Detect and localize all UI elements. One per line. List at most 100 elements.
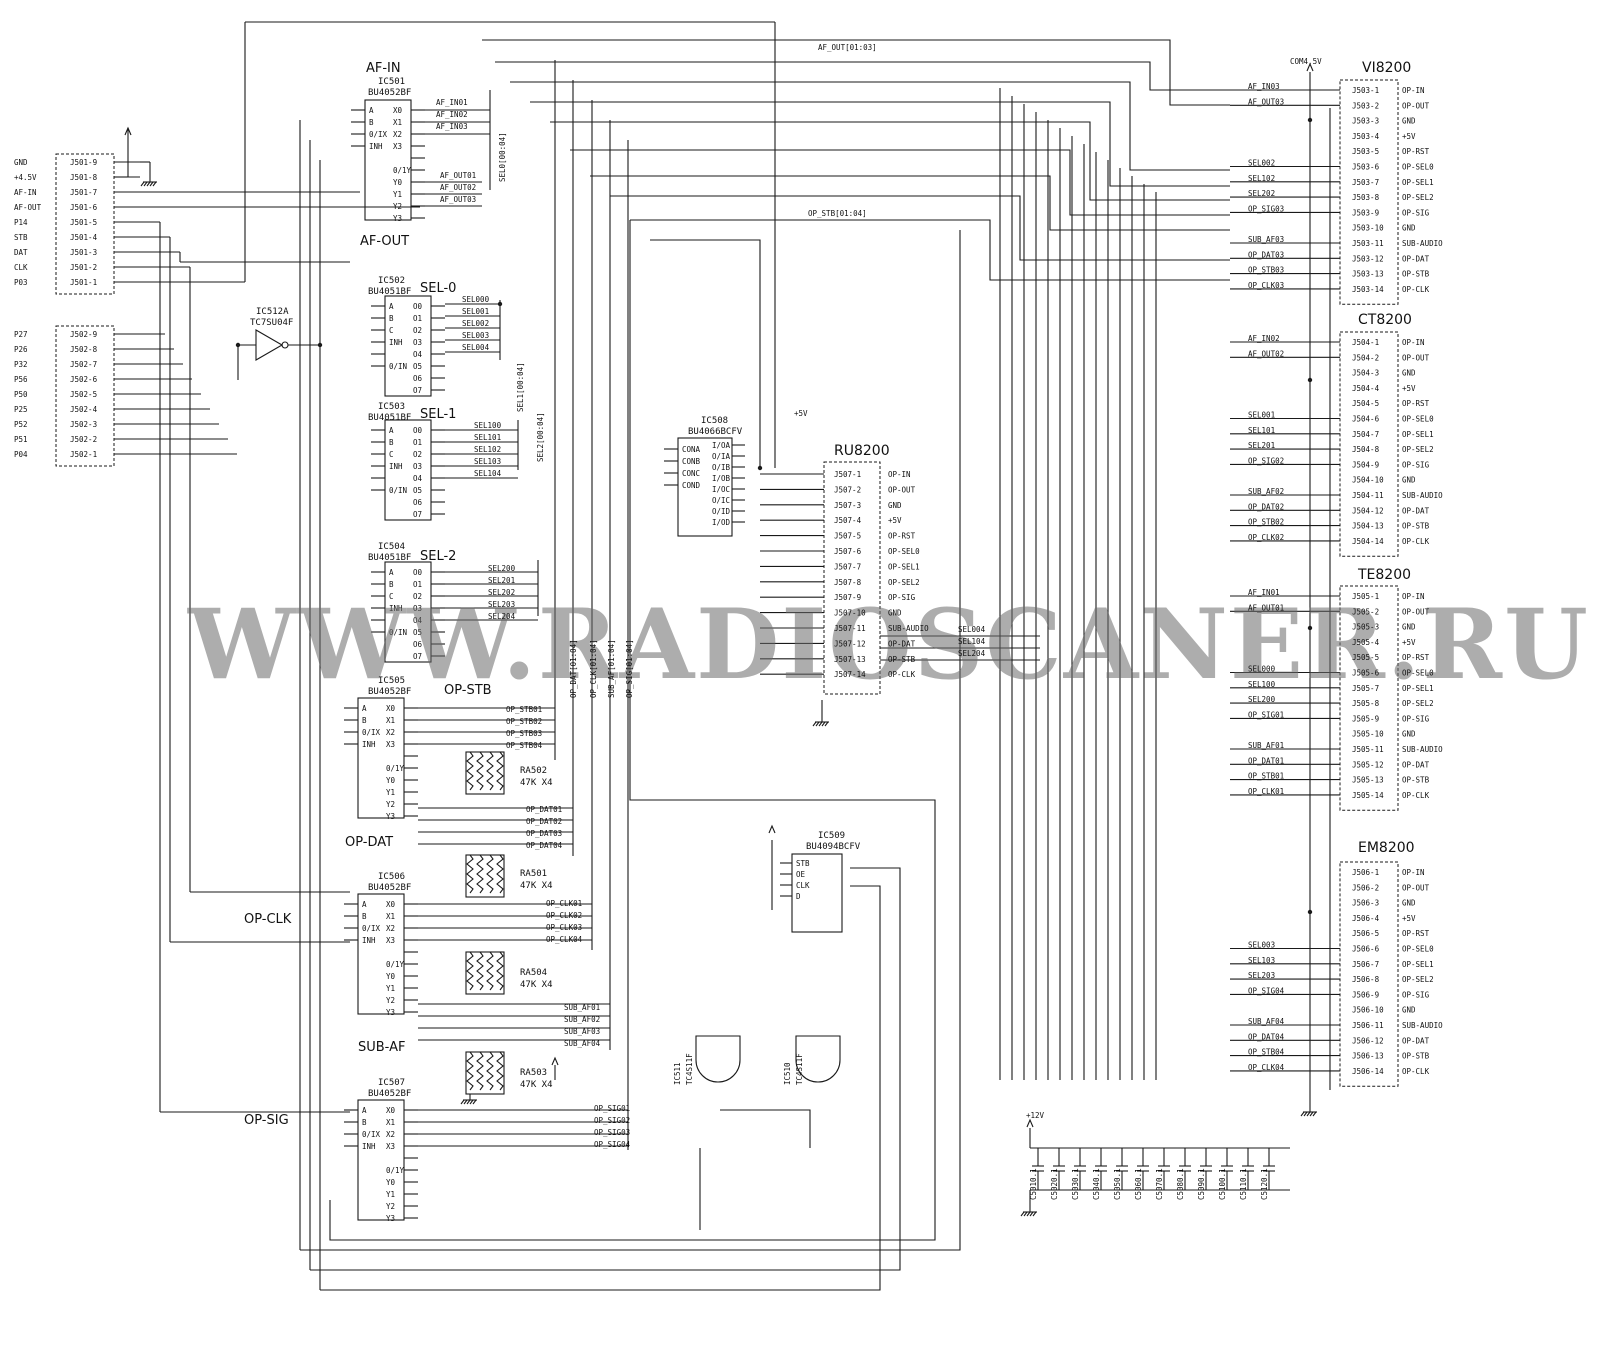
option-signal-label: OP-IN (1402, 86, 1425, 95)
ground-hatch (1306, 1111, 1311, 1117)
connector-pin-te8200-3: J505-3 (1352, 623, 1379, 632)
connector-pin-vi8200-12: J503-12 (1352, 254, 1384, 263)
net-label-op_clk04: OP_CLK04 (546, 935, 583, 944)
option-signal-label: +5V (1402, 914, 1416, 923)
connector-pin-ct8200-3: J504-3 (1352, 369, 1379, 378)
connector-net-af_out02: AF_OUT02 (1248, 349, 1284, 358)
capacitor-label-c505: C5050.1 (1113, 1168, 1122, 1200)
bus-op-dat: OP_DAT[01:04] (569, 639, 578, 698)
connector-net-sel201: SEL201 (1248, 441, 1275, 450)
connector-net-op_dat02: OP_DAT02 (1248, 502, 1284, 511)
connector-pin-em8200-7: J506-7 (1352, 960, 1379, 969)
resistor-zigzag (486, 751, 494, 791)
ru8200-signal-label: GND (888, 609, 902, 618)
ra504-body (465, 951, 505, 995)
connector-pin-te8200-14: J505-14 (1352, 791, 1384, 800)
connector-pin-em8200-1: J506-1 (1352, 868, 1379, 877)
connector-pin-ct8200-14: J504-14 (1352, 537, 1384, 546)
connector-net-op_stb01: OP_STB01 (1248, 772, 1284, 781)
bus-sel0: SEL0[00:04] (498, 132, 507, 182)
ic-pin-label: X1 (386, 912, 395, 921)
connector-pin-ct8200-8: J504-8 (1352, 445, 1380, 454)
ra502-value: 47K X4 (520, 778, 553, 788)
connector-pin-te8200-5: J505-5 (1352, 653, 1379, 662)
connector-signal-4: P14 (14, 218, 28, 227)
connector-pin-j502-4: J502-4 (70, 405, 98, 414)
option-signal-label: SUB-AUDIO (1402, 745, 1443, 754)
ic505-out-label: OP-DAT (345, 835, 393, 850)
connector-pin-em8200-10: J506-10 (1352, 1006, 1384, 1015)
ic504-section: SEL-2 (420, 549, 456, 564)
ic-pin-label: 0/1Y (393, 166, 412, 175)
ic-pin-label: X3 (393, 142, 402, 151)
ic505-ref: IC505 (378, 676, 405, 686)
net-label-sub_af04: SUB_AF04 (564, 1039, 601, 1048)
ct8200-dashed-frame (1339, 331, 1399, 557)
option-signal-label: SUB-AUDIO (1402, 1021, 1443, 1030)
ic506-ref: IC506 (378, 872, 405, 882)
connector-signal-6: P52 (14, 420, 28, 429)
bus-af-out: AF_OUT[01:03] (818, 43, 877, 52)
ic-pin-label: INH (389, 604, 403, 613)
option-signal-label: OP-STB (1402, 270, 1430, 279)
connector-pin-j501-9: J501-9 (70, 158, 97, 167)
resistor-zigzag (486, 854, 494, 894)
ic-pin-label: 0/1Y (386, 764, 405, 773)
wire (550, 121, 1230, 201)
net-label-op_dat01: OP_DAT01 (526, 805, 562, 814)
connector-signal-8: P03 (14, 278, 28, 287)
ic510-part: TC4S11F (795, 1053, 804, 1085)
ground-hatch (463, 1099, 468, 1105)
watermark: WWW.RADIOSCANER.RU (187, 588, 1590, 701)
te8200-title: TE8200 (1357, 567, 1411, 583)
connector-pin-vi8200-4: J503-4 (1352, 132, 1380, 141)
ground-hatch (460, 1099, 465, 1105)
option-signal-label: OP-SEL1 (1402, 684, 1434, 693)
connector-pin-ru8200-12: J507-12 (834, 639, 866, 648)
ic-pin-label: B (369, 118, 374, 127)
connector-pin-j501-3: J501-3 (70, 248, 97, 257)
option-signal-label: OP-STB (1402, 522, 1430, 531)
ground-hatch (1026, 1211, 1031, 1217)
inverter-symbol (255, 329, 284, 361)
ic-pin-label: Y1 (386, 984, 395, 993)
resistor-zigzag (496, 1051, 504, 1091)
connector-net-af_in01: AF_IN01 (1248, 588, 1280, 597)
connector-pin-vi8200-7: J503-7 (1352, 178, 1379, 187)
wire (650, 239, 761, 470)
connector-pin-em8200-11: J506-11 (1352, 1021, 1384, 1030)
option-signal-label: OP-DAT (1402, 1036, 1430, 1045)
ra503-value: 47K X4 (520, 1080, 553, 1090)
connector-pin-ct8200-13: J504-13 (1352, 522, 1384, 531)
ic-pin-label: X0 (386, 900, 396, 909)
junction-dot (1307, 625, 1313, 631)
junction-dot (757, 465, 763, 471)
ic-pin-label: O7 (413, 510, 422, 519)
option-signal-label: OP-SEL0 (1402, 163, 1434, 172)
connector-pin-j502-5: J502-5 (70, 390, 97, 399)
connector-pin-ru8200-2: J507-2 (834, 485, 861, 494)
net-label-af_out02: AF_OUT02 (440, 183, 476, 192)
connector-net-op_clk01: OP_CLK01 (1248, 787, 1284, 796)
net-label-sel103: SEL103 (474, 457, 501, 466)
connector-net-af_in02: AF_IN02 (1248, 334, 1280, 343)
ic-pin-label: X0 (386, 1106, 396, 1115)
ic-pin-label: CONC (682, 469, 700, 478)
ground-hatch (152, 181, 157, 187)
ra504-ref: RA504 (520, 968, 547, 978)
connector-signal-7: P51 (14, 435, 28, 444)
ic506-out-label: SUB-AF (358, 1040, 405, 1055)
connector-pin-em8200-13: J506-13 (1352, 1052, 1384, 1061)
ic-pin-label: O7 (413, 386, 422, 395)
option-signal-label: OP-IN (1402, 592, 1425, 601)
connector-signal-3: P56 (14, 375, 28, 384)
ru8200-signal-label: GND (888, 501, 902, 510)
connector-pin-te8200-4: J505-4 (1352, 638, 1380, 647)
ic-pin-label: X2 (386, 728, 395, 737)
connector-signal-2: P32 (14, 360, 28, 369)
net-label-op_stb04: OP_STB04 (506, 741, 543, 750)
net-label-sel202: SEL202 (488, 588, 515, 597)
option-signal-label: OP-CLK (1402, 1067, 1430, 1076)
connector-pin-j502-6: J502-6 (70, 375, 98, 384)
